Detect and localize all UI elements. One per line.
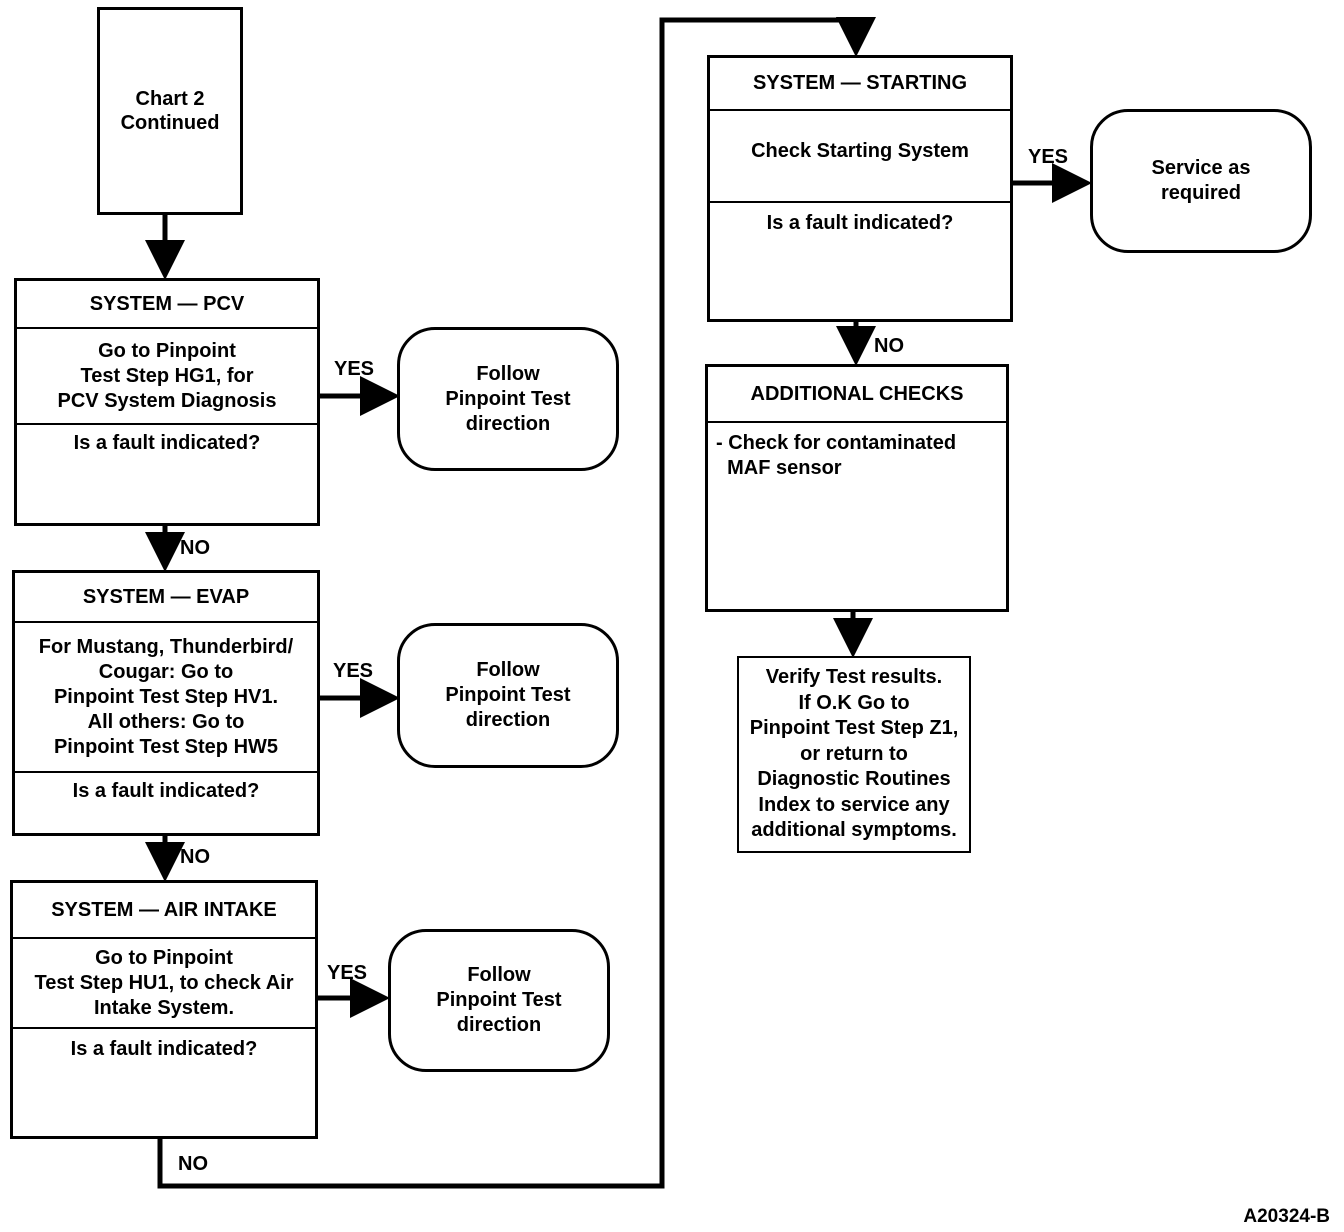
verify-results-box: Verify Test results. If O.K Go to Pinpoi… [737, 656, 971, 853]
air-intake-result-box: Follow Pinpoint Test direction [388, 929, 610, 1072]
starting-question: Is a fault indicated? [766, 212, 954, 234]
pcv-system-box: SYSTEM — PCV Go to Pinpoint Test Step HG… [14, 278, 320, 526]
pcv-title: SYSTEM — PCV [17, 281, 317, 329]
arrow-air-intake-no [157, 17, 876, 1189]
evap-action: For Mustang, Thunderbird/ Cougar: Go to … [15, 623, 317, 773]
pcv-yes-label: YES [334, 358, 375, 380]
chart-continued-box: Chart 2 Continued [97, 7, 243, 215]
air-intake-system-box: SYSTEM — AIR INTAKE Go to Pinpoint Test … [10, 880, 318, 1139]
pcv-action: Go to Pinpoint Test Step HG1, for PCV Sy… [17, 329, 317, 425]
air-intake-question: Is a fault indicated? [70, 1038, 258, 1060]
chart-continued-text: Chart 2 Continued [120, 88, 220, 134]
evap-yes-label: YES [333, 660, 374, 682]
starting-title: SYSTEM — STARTING [710, 58, 1010, 111]
starting-action: Check Starting System [710, 111, 1010, 203]
additional-checks-title: ADDITIONAL CHECKS [708, 367, 1006, 423]
evap-question: Is a fault indicated? [72, 780, 260, 802]
pcv-question: Is a fault indicated? [73, 432, 261, 454]
air-intake-action: Go to Pinpoint Test Step HU1, to check A… [13, 939, 315, 1029]
figure-id: A20324-B [1243, 1206, 1330, 1227]
additional-checks-box: ADDITIONAL CHECKS - Check for contaminat… [705, 364, 1009, 612]
pcv-result-box: Follow Pinpoint Test direction [397, 327, 619, 471]
starting-system-box: SYSTEM — STARTING Check Starting System … [707, 55, 1013, 322]
pcv-no-label: NO [180, 537, 210, 559]
air-intake-title: SYSTEM — AIR INTAKE [13, 883, 315, 939]
starting-yes-label: YES [1028, 146, 1069, 168]
evap-no-label: NO [180, 846, 210, 868]
starting-result-box: Service as required [1090, 109, 1312, 253]
additional-checks-body: - Check for contaminated MAF sensor [716, 432, 957, 479]
evap-system-box: SYSTEM — EVAP For Mustang, Thunderbird/ … [12, 570, 320, 836]
verify-results-text: Verify Test results. If O.K Go to Pinpoi… [749, 666, 959, 842]
starting-no-label: NO [874, 335, 904, 357]
evap-result-box: Follow Pinpoint Test direction [397, 623, 619, 768]
evap-title: SYSTEM — EVAP [15, 573, 317, 623]
air-intake-no-label: NO [178, 1153, 208, 1175]
air-intake-yes-label: YES [327, 962, 368, 984]
